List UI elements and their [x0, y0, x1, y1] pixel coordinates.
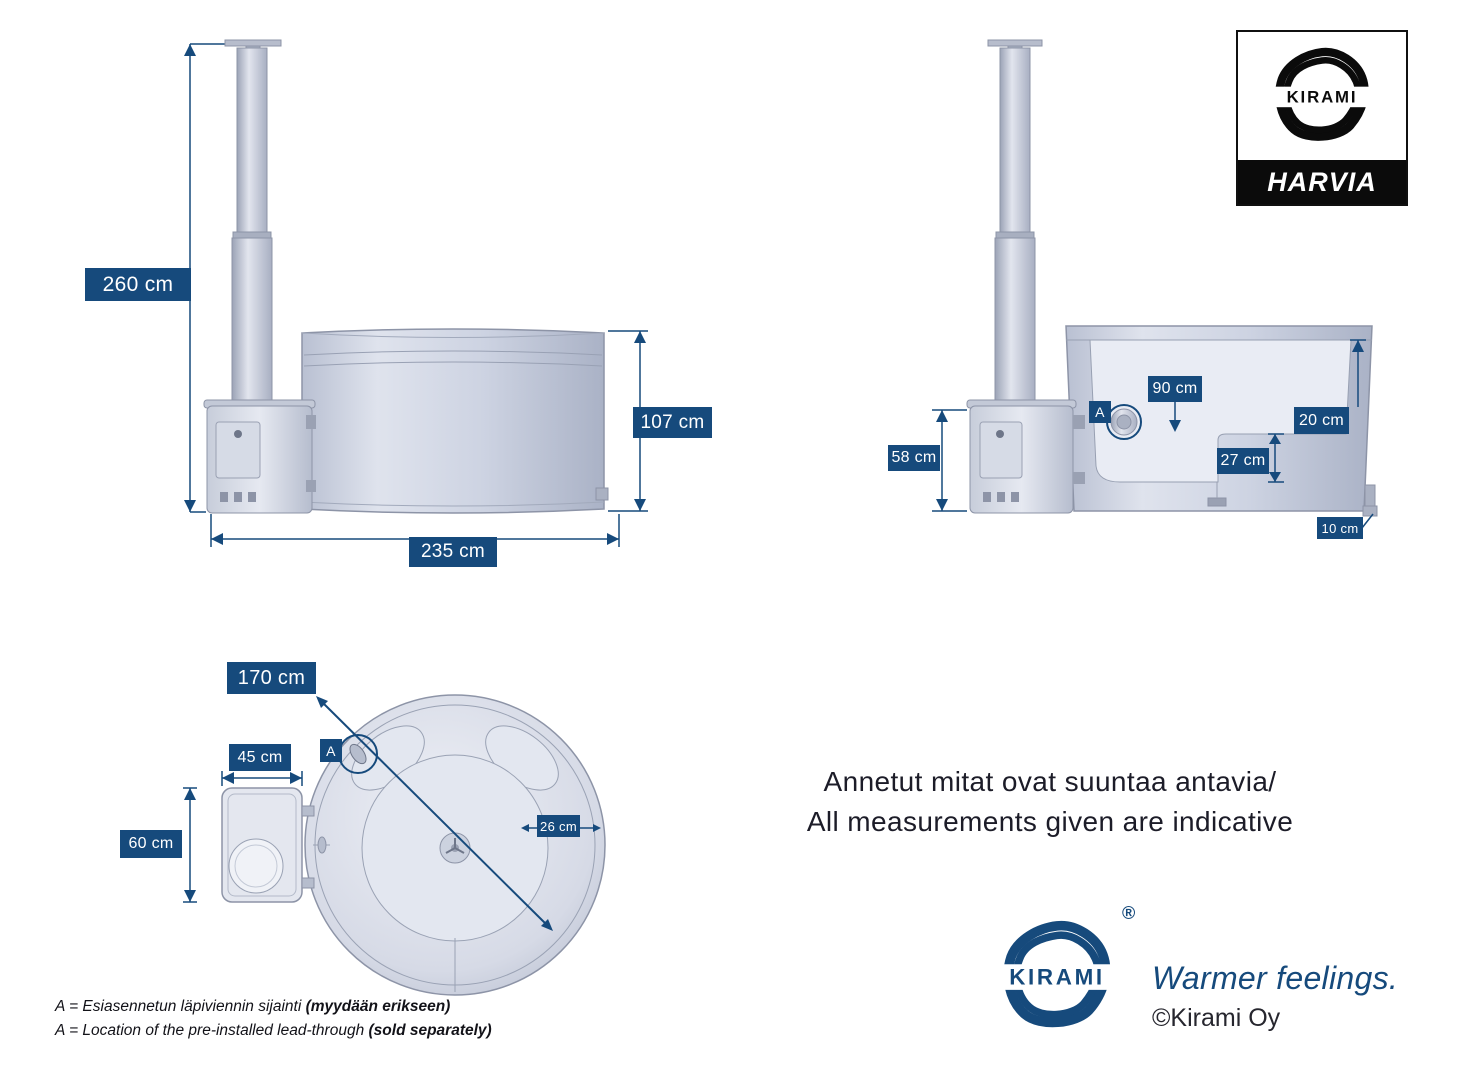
registered-mark: ®	[1122, 903, 1136, 923]
kirami-footer-logo-text: KIRAMI	[1009, 965, 1105, 990]
harvia-logo: HARVIA	[1238, 160, 1406, 204]
dim-stove-depth: 60 cm	[120, 830, 182, 858]
dim-rim-width-top: 26 cm	[537, 815, 580, 837]
copyright: ©Kirami Oy	[1152, 1004, 1281, 1032]
dim-outlet-clearance: 10 cm	[1317, 517, 1363, 539]
stove-top	[221, 787, 315, 903]
notice: Annetut mitat ovat suuntaa antavia/ All …	[690, 762, 1410, 842]
footnote-fi-bold: (myydään erikseen)	[305, 998, 451, 1015]
dim-bench-height: 27 cm	[1217, 448, 1269, 474]
dim-diameter: 170 cm	[227, 662, 316, 694]
top-dimension-lines	[318, 698, 551, 929]
harvia-logo-text: HARVIA	[1267, 166, 1377, 197]
section-dimension-arrows	[936, 340, 1364, 511]
notice-line-en: All measurements given are indicative	[806, 806, 1294, 837]
dim-inner-depth: 90 cm	[1148, 376, 1202, 402]
footnote-line-fi: A = Esiasennetun läpiviennin sijainti (m…	[55, 995, 492, 1019]
stove-section	[966, 399, 1085, 514]
side-view-dimension-arrows	[184, 44, 646, 545]
dim-total-width: 235 cm	[409, 537, 497, 567]
kirami-logo-text: KIRAMI	[1287, 88, 1358, 107]
tagline: Warmer feelings.	[1152, 960, 1399, 996]
dim-total-height: 260 cm	[85, 268, 191, 301]
section-view-drawing	[932, 39, 1378, 529]
dim-tub-height: 107 cm	[633, 407, 712, 438]
dim-rim-width-section: 20 cm	[1294, 407, 1349, 434]
top-view-drawing	[183, 694, 606, 996]
notice-line-fi: Annetut mitat ovat suuntaa antavia/	[823, 766, 1277, 797]
side-view-drawing	[184, 39, 648, 547]
kirami-knot-icon: KIRAMI	[1269, 47, 1375, 141]
tub-section	[1065, 325, 1378, 517]
dim-stove-height: 58 cm	[888, 445, 940, 471]
chimney	[224, 39, 282, 407]
chimney-section	[987, 39, 1043, 407]
stove-side	[203, 399, 316, 514]
tub-side	[301, 328, 609, 514]
brand-block: KIRAMI HARVIA	[1236, 30, 1408, 206]
kirami-footer-knot-icon: KIRAMI	[995, 920, 1119, 1028]
lead-through-fitting-section	[1106, 404, 1142, 440]
footnote-fi-text: A = Esiasennetun läpiviennin sijainti	[55, 998, 306, 1015]
kirami-logo: KIRAMI	[1238, 32, 1406, 160]
footnote: A = Esiasennetun läpiviennin sijainti (m…	[55, 995, 492, 1043]
footnote-en-bold: (sold separately)	[368, 1022, 492, 1039]
dim-stove-width: 45 cm	[229, 744, 291, 771]
lead-through-label-top: A	[320, 739, 342, 762]
footnote-line-en: A = Location of the pre-installed lead-t…	[55, 1019, 492, 1043]
top-dimension-arrows	[184, 696, 601, 931]
tub-top	[304, 694, 606, 996]
lead-through-label-section: A	[1089, 401, 1111, 423]
footnote-en-text: A = Location of the pre-installed lead-t…	[55, 1022, 369, 1039]
